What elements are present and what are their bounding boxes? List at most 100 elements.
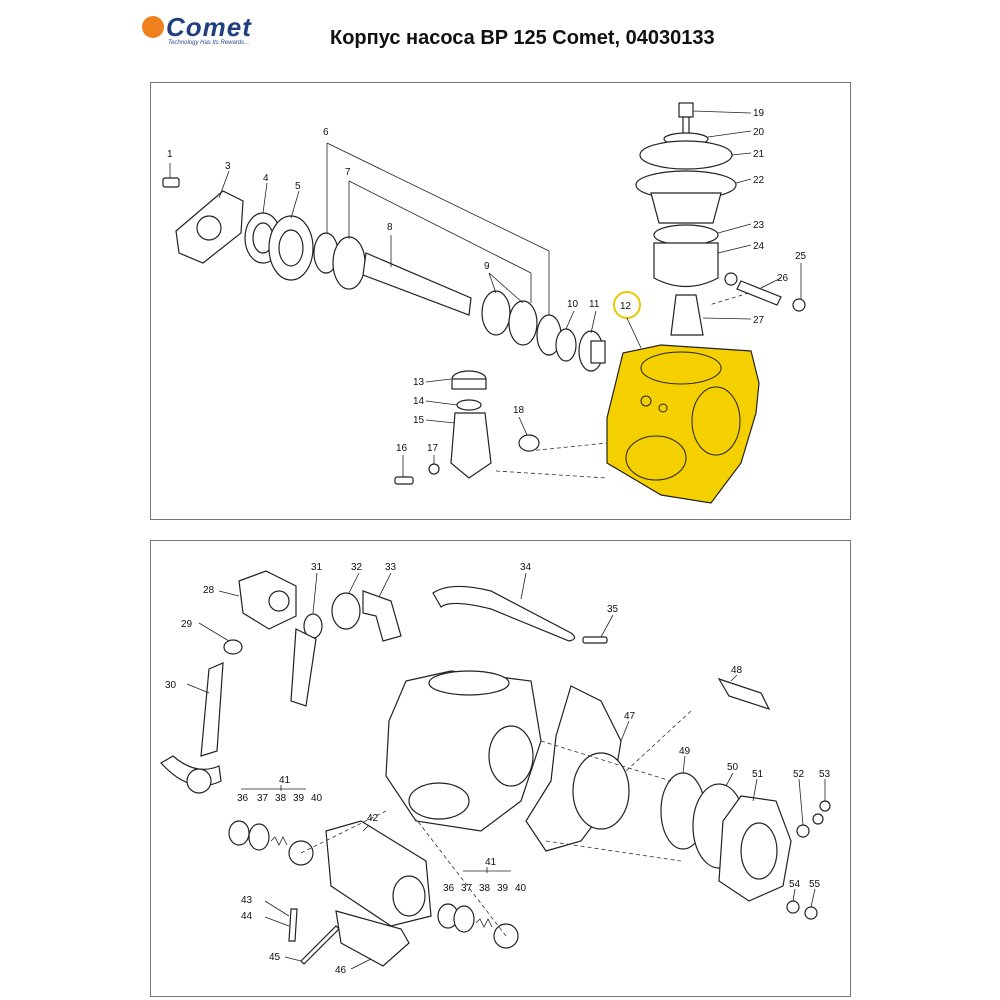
part-24-cylinder-icon: [653, 242, 719, 287]
part-48-clip-icon: [717, 677, 771, 711]
part-label-11: 11: [589, 299, 600, 310]
part-label-46: 46: [335, 965, 347, 976]
comet-logo: Comet Technology Has Its Rewards...: [142, 8, 282, 48]
part-label-9: 9: [484, 261, 490, 272]
part-label-1: 1: [167, 149, 173, 160]
part-46-bracket-icon: [335, 910, 410, 967]
logo-circle-icon: [142, 16, 164, 38]
part-label-7: 7: [345, 167, 351, 178]
part-27-conrod-icon: [670, 294, 704, 336]
logo-tagline: Technology Has Its Rewards...: [168, 40, 250, 46]
top-diagram: 1 3 4 5 6 7 8 9 10 11 12 13 14 15 16 17 …: [162, 102, 807, 504]
part-10-washer-icon: [555, 328, 577, 362]
part-7-sleeve-icon: [332, 236, 366, 290]
part-label-13: 13: [413, 377, 425, 388]
part-label-15: 15: [413, 415, 425, 426]
part-label-40b: 40: [515, 883, 527, 894]
part-13-cap-icon: [451, 370, 487, 390]
part-55-nut-icon: [804, 906, 818, 920]
part-21-disc-icon: [639, 140, 733, 170]
part-15-filler-icon: [450, 412, 492, 479]
part-3-flange-icon: [175, 190, 244, 264]
part-label-39: 39: [293, 793, 305, 804]
part-35-screw-icon: [582, 636, 608, 644]
part-label-53: 53: [819, 769, 831, 780]
part-12-pump-body-highlighted: [606, 344, 760, 504]
part-label-20: 20: [753, 127, 765, 138]
part-label-12: 12: [620, 301, 632, 312]
part-36-oring-icon: [228, 820, 459, 929]
part-9-bearing-icon: [481, 290, 562, 356]
part-label-38b: 38: [479, 883, 491, 894]
part-17-washer-icon: [428, 463, 440, 475]
page-title: Корпус насоса BP 125 Comet, 04030133: [330, 27, 715, 49]
part-32-fitting-icon: [331, 592, 361, 630]
part-label-29: 29: [181, 619, 193, 630]
part-label-22: 22: [753, 175, 765, 186]
part-11-bushing-icon: [578, 330, 606, 372]
part-label-39b: 39: [497, 883, 509, 894]
part-29-oring-icon: [223, 639, 243, 655]
part-label-54: 54: [789, 879, 801, 890]
part-label-51: 51: [752, 769, 764, 780]
part-25-ring-icon: [724, 272, 806, 312]
part-47-crankcase-cover-icon: [525, 685, 630, 852]
part-label-41: 41: [279, 775, 291, 786]
part-label-16: 16: [396, 443, 408, 454]
bottom-diagram: 28 29 30 31 32 33 34 35 36 37 38 39 40 4…: [160, 562, 831, 976]
part-label-10: 10: [567, 299, 579, 310]
part-label-41b: 41: [485, 857, 497, 868]
part-28-manifold-icon: [238, 570, 297, 630]
part-8-shaft-icon: [362, 252, 472, 316]
part-label-23: 23: [753, 220, 765, 231]
part-43-bolt-icon: [288, 908, 298, 942]
part-37-valve-icon: [248, 823, 475, 933]
part-label-21: 21: [753, 149, 765, 160]
part-label-34: 34: [520, 562, 532, 573]
part-label-36b: 36: [443, 883, 455, 894]
part-label-42: 42: [367, 813, 379, 824]
part-51-head-icon: [718, 795, 792, 902]
part-label-37: 37: [257, 793, 269, 804]
part-5-bearing-icon: [268, 215, 314, 281]
leader-lines-bottom: [186, 572, 826, 970]
part-label-55: 55: [809, 879, 821, 890]
part-30-pipe-icon: [160, 662, 224, 794]
part-label-3: 3: [225, 161, 231, 172]
part-label-4: 4: [263, 173, 269, 184]
part-label-47: 47: [624, 711, 636, 722]
part-label-31: 31: [311, 562, 323, 573]
part-label-44: 44: [241, 911, 253, 922]
part-26-pin-icon: [736, 280, 782, 306]
part-53-fitting-icon: [812, 800, 831, 825]
part-54-washer-icon: [786, 900, 800, 914]
leader-lines: [169, 110, 802, 479]
part-label-17: 17: [427, 443, 439, 454]
part-label-35: 35: [607, 604, 619, 615]
part-label-5: 5: [295, 181, 301, 192]
part-38-spring-icon: [270, 836, 493, 928]
part-label-24: 24: [753, 241, 765, 252]
part-label-38: 38: [275, 793, 287, 804]
part-pump-body-assembly: [385, 670, 542, 832]
part-14-oring-icon: [456, 399, 482, 411]
part-label-26: 26: [777, 273, 789, 284]
part-31-connector-icon: [290, 613, 323, 707]
exploded-view-bottom-panel: 28 29 30 31 32 33 34 35 36 37 38 39 40 4…: [150, 540, 851, 997]
exploded-view-top-panel: 1 3 4 5 6 7 8 9 10 11 12 13 14 15 16 17 …: [150, 82, 851, 520]
part-label-30: 30: [165, 680, 177, 691]
part-22-diaphragm-icon: [635, 170, 737, 224]
part-52-nut-icon: [796, 824, 810, 838]
part-label-18: 18: [513, 405, 525, 416]
part-1-bolt-icon: [162, 177, 180, 188]
part-label-48: 48: [731, 665, 743, 676]
part-label-27: 27: [753, 315, 765, 326]
part-16-screw-icon: [394, 476, 414, 485]
part-18-oring-icon: [518, 434, 540, 452]
part-34-belt-icon: [432, 585, 576, 642]
part-label-14: 14: [413, 396, 425, 407]
part-label-19: 19: [753, 108, 765, 119]
part-label-25: 25: [795, 251, 807, 262]
part-label-52: 52: [793, 769, 805, 780]
part-label-36: 36: [237, 793, 249, 804]
